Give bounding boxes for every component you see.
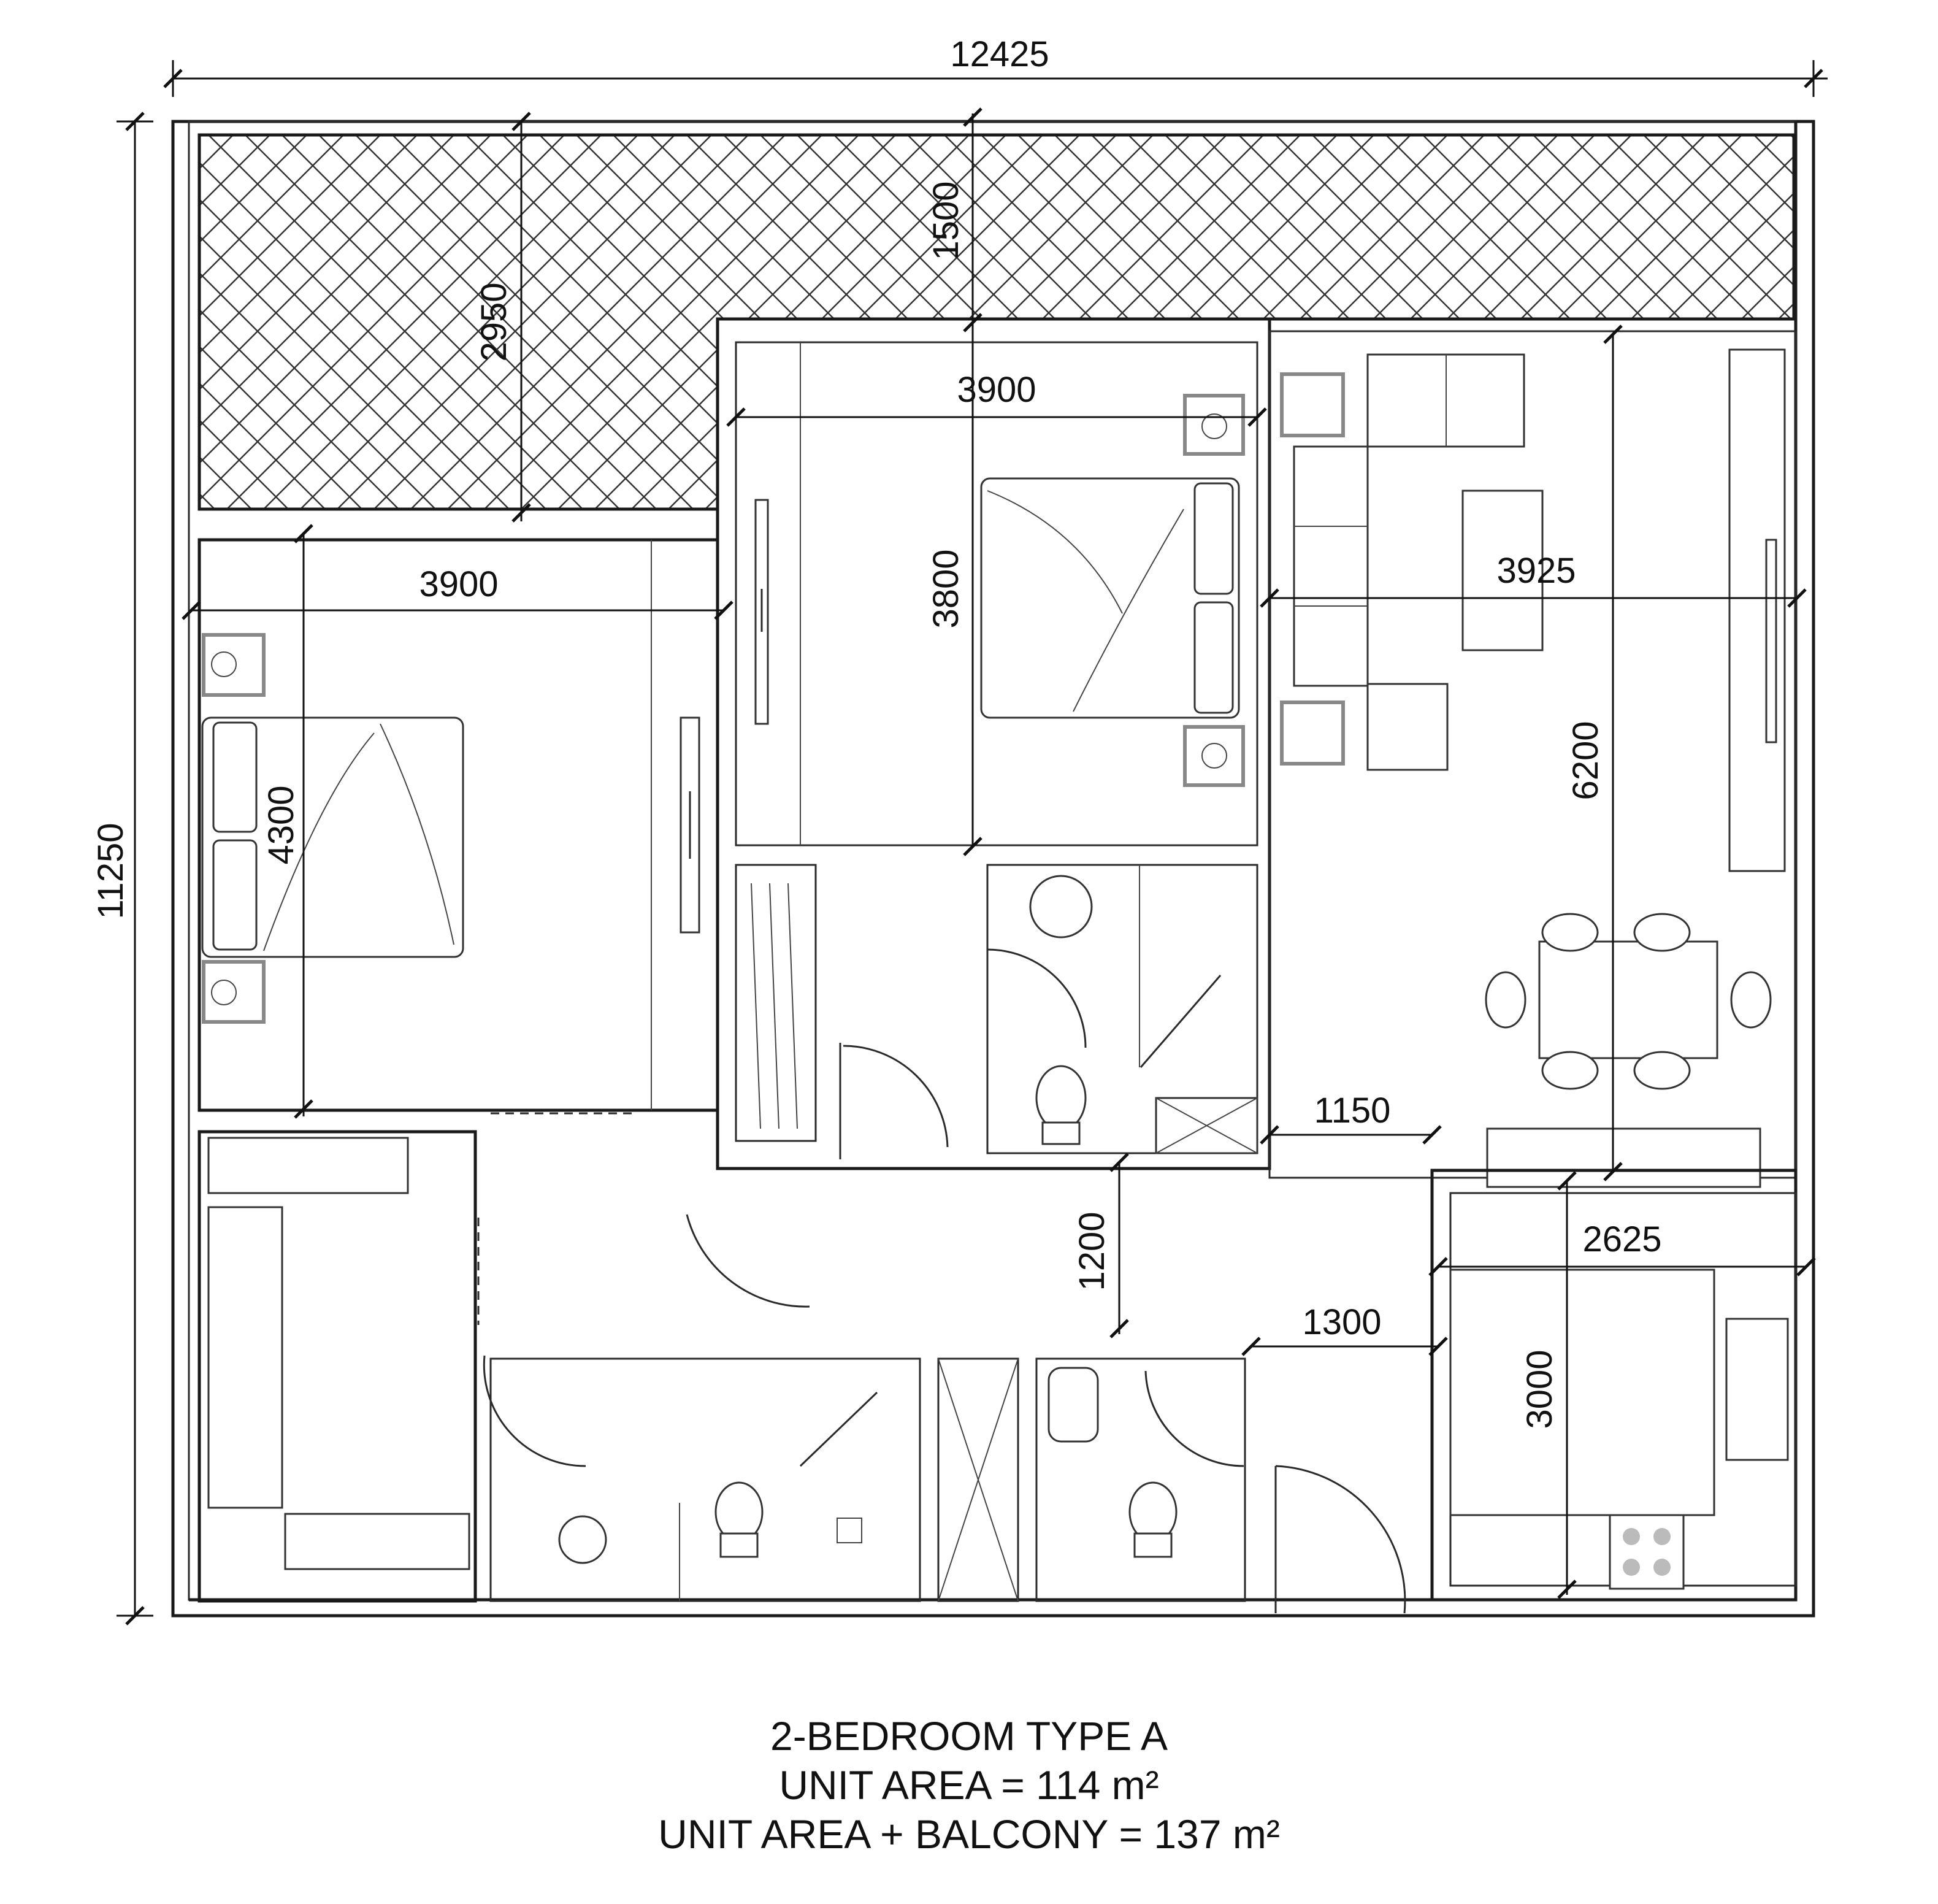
dining-table-icon — [1485, 913, 1772, 1090]
dim-kitchen-depth: 3000 — [1520, 1349, 1560, 1429]
bathroom-2 — [489, 1357, 921, 1602]
bedroom-1 — [197, 538, 719, 1115]
toilet-icon — [714, 1481, 764, 1558]
dim-bedroom1-depth: 4300 — [261, 785, 301, 864]
plan-title: 2-BEDROOM TYPE A — [770, 1713, 1168, 1759]
balcony — [197, 133, 1796, 511]
stove-icon — [1609, 1514, 1685, 1590]
dim-bedroom1-width: 3900 — [419, 564, 498, 604]
bedroom-2 — [716, 317, 1271, 1170]
dim-overall-width: 12425 — [950, 34, 1049, 74]
dim-corridor-1300: 1300 — [1302, 1302, 1381, 1342]
unit-area-with-balcony: UNIT AREA + BALCONY = 137 m² — [658, 1811, 1280, 1857]
dim-balcony-to-bedroom: 1500 — [926, 181, 966, 260]
coffee-table-icon — [1461, 489, 1544, 651]
toilet-icon — [1128, 1481, 1178, 1558]
bed-icon — [980, 477, 1240, 719]
ensuite-bath-1 — [986, 864, 1258, 1154]
walk-in-closet — [735, 864, 841, 1159]
sofa-icon — [1293, 353, 1525, 771]
dim-bedroom2-depth: 3800 — [926, 549, 966, 628]
sink-icon — [1725, 1318, 1789, 1461]
walk-in-wardrobe — [197, 1130, 586, 1603]
dim-overall-height: 11250 — [91, 823, 131, 919]
kitchen — [1430, 1169, 1798, 1602]
dim-kitchen-width: 2625 — [1582, 1219, 1661, 1259]
dim-living-depth: 6200 — [1566, 721, 1606, 800]
dim-corridor-1150: 1150 — [1314, 1091, 1391, 1130]
entry-door — [686, 1045, 1406, 1614]
dim-corridor-1200: 1200 — [1072, 1211, 1112, 1291]
dimension-lines — [117, 60, 1828, 1626]
dim-living-width: 3925 — [1496, 551, 1576, 591]
dim-balcony-depth: 2950 — [474, 282, 514, 361]
toilet-icon — [1035, 1065, 1087, 1145]
powder-room — [1035, 1357, 1246, 1602]
lamp-icon — [1183, 394, 1245, 787]
dim-bedroom2-width: 3900 — [957, 370, 1036, 410]
plan-caption: 2-BEDROOM TYPE A UNIT AREA = 114 m² UNIT… — [0, 1711, 1938, 1859]
bed-icon — [201, 716, 464, 958]
dimension-labels: 12425 11250 2950 1500 3900 3800 3900 430… — [91, 34, 1662, 1429]
lamp-icon — [202, 633, 266, 1024]
living-dining — [1268, 330, 1797, 1188]
shower — [937, 1357, 1019, 1602]
unit-area: UNIT AREA = 114 m² — [779, 1762, 1159, 1808]
